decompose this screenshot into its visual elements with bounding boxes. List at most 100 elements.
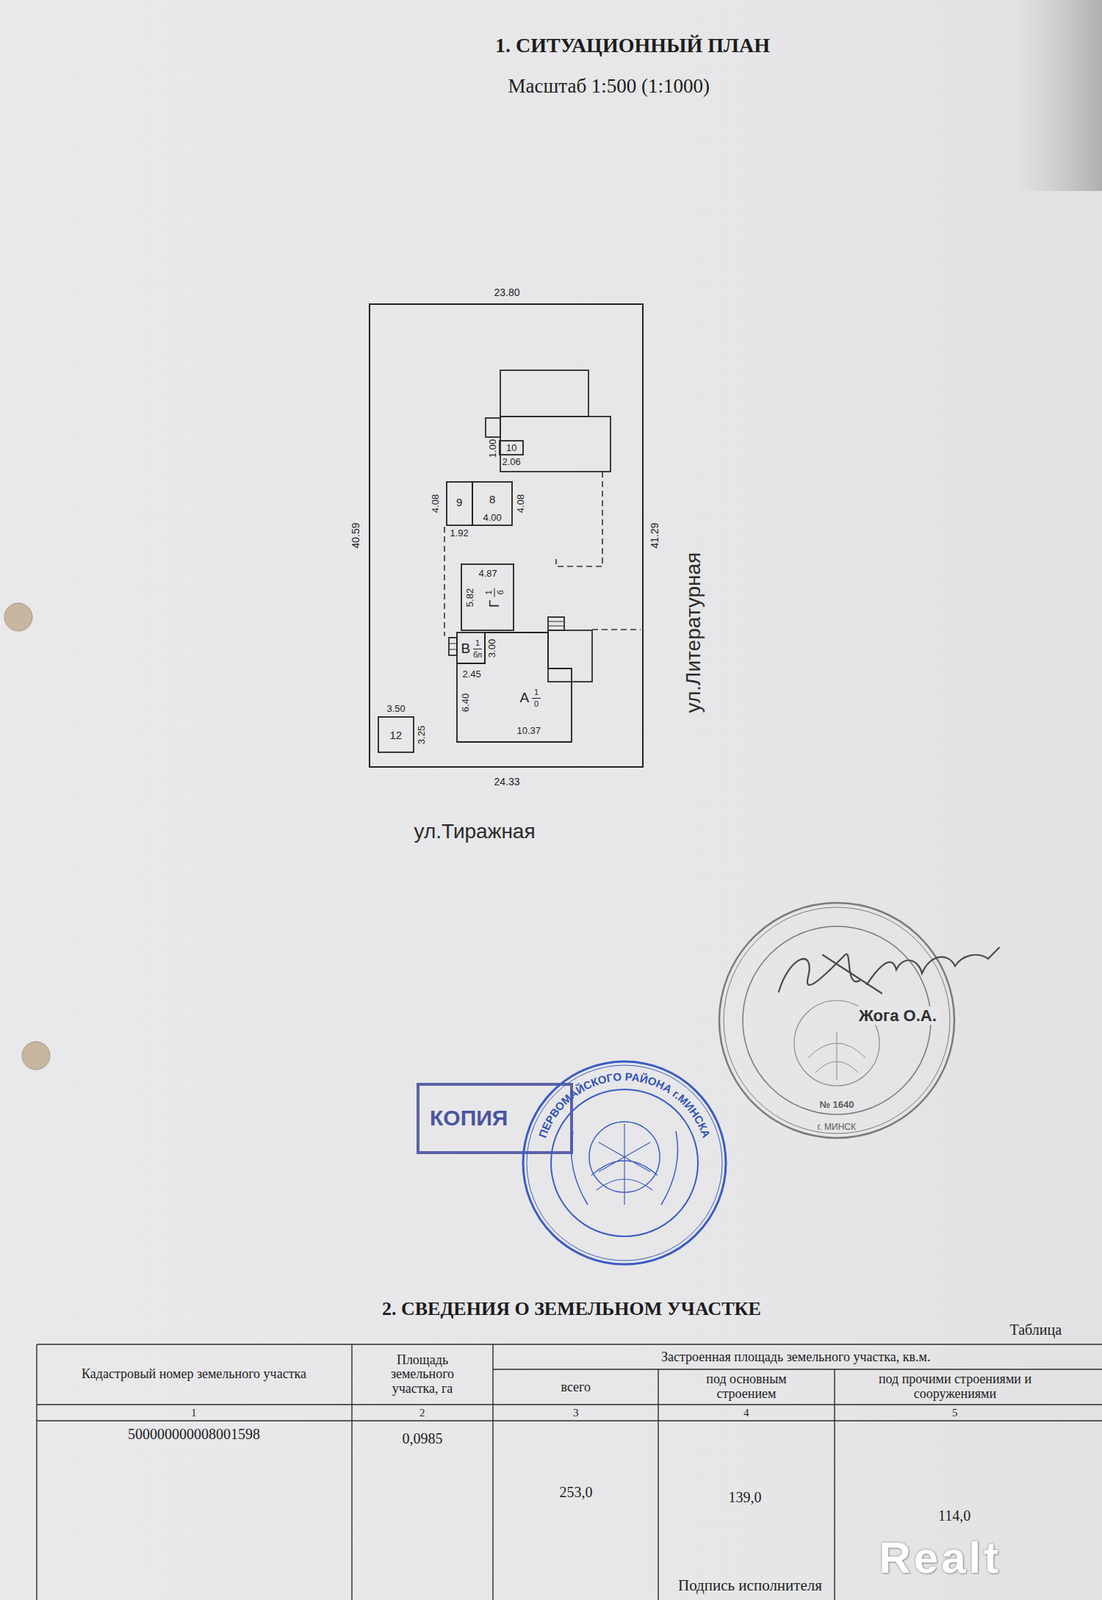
fraction-denominator: б <box>495 589 506 595</box>
building-outline <box>461 564 514 631</box>
dashed-line <box>556 471 603 567</box>
dashed-boundaries <box>444 471 641 637</box>
table-line <box>36 1420 1102 1421</box>
table-header: Площадь земельного участка, га <box>367 1353 478 1397</box>
table-header: всего <box>561 1379 592 1396</box>
fraction-numerator: 1 <box>475 638 480 648</box>
entrance-step <box>448 637 457 656</box>
building-outline <box>456 632 485 664</box>
table-cell: 0,0985 <box>402 1430 444 1448</box>
entrance-step-lines <box>448 643 457 650</box>
table-line <box>36 1403 1102 1405</box>
building-outline <box>446 481 473 526</box>
stamp-ring <box>551 1089 698 1237</box>
stamp-wreath <box>571 1131 679 1205</box>
stamp-emblem <box>808 1032 866 1080</box>
stamp-ring <box>719 902 955 1138</box>
building: 12 <box>378 717 414 753</box>
table-header: под основным строением <box>676 1372 817 1402</box>
table-line <box>833 1369 835 1600</box>
plan-title: 1. СИТУАЦИОННЫЙ ПЛАН <box>495 33 770 58</box>
outbuilding <box>500 416 611 472</box>
stamp-emblem <box>591 1124 658 1205</box>
column-number: 4 <box>743 1406 750 1420</box>
dimension: 1.92 <box>450 528 469 540</box>
table-caption: Таблица <box>1010 1321 1063 1339</box>
table-line <box>492 1344 493 1600</box>
building: В1 бл <box>456 632 485 664</box>
fraction-numerator: 1 <box>534 687 539 698</box>
stamp-text: г. МИНСК <box>817 1122 857 1133</box>
section-title: 2. СВЕДЕНИЯ О ЗЕМЕЛЬНОМ УЧАСТКЕ <box>382 1298 762 1321</box>
dimension: 3.00 <box>487 638 499 657</box>
dimension: 23.80 <box>494 286 521 299</box>
table-cell: 114,0 <box>938 1507 971 1525</box>
copy-stamp-text: КОПИЯ <box>429 1105 508 1132</box>
dimension: 4.00 <box>483 512 502 524</box>
building-outline <box>378 717 414 753</box>
table-header: Застроенная площадь земельного участка, … <box>661 1349 931 1366</box>
dimension: 3.25 <box>416 725 428 744</box>
table-line <box>351 1344 352 1600</box>
signature <box>778 947 1000 994</box>
dimension: 41.29 <box>648 523 661 549</box>
dashed-line <box>592 628 641 631</box>
table-cell: 253,0 <box>559 1484 593 1501</box>
parcel-boundary <box>369 304 643 767</box>
fraction-denominator: бл <box>473 650 482 660</box>
fraction-denominator: 0 <box>534 699 539 709</box>
scale-note: Масштаб 1:500 (1:1000) <box>508 74 711 98</box>
stamp-text: ПЕРВОМАЙСКОГО РАЙОНА г.МИНСКА <box>536 1070 714 1140</box>
building-letter: А <box>520 689 530 707</box>
table-cell: 500000000008001598 <box>127 1425 261 1443</box>
dimension: 24.33 <box>494 775 521 788</box>
building-number: 8 <box>489 492 496 506</box>
dimension: 4.08 <box>430 493 442 513</box>
table-line <box>492 1368 1102 1370</box>
building-letter: В <box>461 640 471 657</box>
dimension: 3.50 <box>387 703 406 715</box>
building-number: 12 <box>390 728 403 742</box>
signature-stroke <box>866 947 1000 985</box>
street-name: ул.Тиражная <box>414 819 536 844</box>
footer-note: Подпись исполнителя <box>678 1576 823 1595</box>
land-parcel: 23.8040.5941.2924.331098Г1бВ1блА1012 <box>369 304 643 767</box>
outline <box>369 304 643 767</box>
dimension: 5.82 <box>465 587 477 607</box>
table-header: под прочими строениями и сооружениями <box>844 1372 1066 1402</box>
dimension: 4.08 <box>515 493 527 513</box>
building-number: 9 <box>456 495 463 509</box>
outline <box>456 632 572 743</box>
signatory-name: Жога О.А. <box>856 1006 939 1025</box>
stamp-ring <box>526 1065 723 1261</box>
stairs-steps <box>548 621 565 626</box>
outbuilding-annex <box>485 418 501 438</box>
outbuilding <box>500 370 589 417</box>
stairs <box>548 617 565 631</box>
dimension: 2.45 <box>462 669 482 681</box>
watermark: Realt <box>879 1532 1003 1584</box>
dimension: 6.40 <box>460 692 472 712</box>
stamp-ring <box>523 1061 726 1265</box>
table-line <box>36 1343 1102 1345</box>
table-cell: 139,0 <box>728 1489 762 1507</box>
stamp-ring <box>723 907 950 1134</box>
stamp-text: № 1640 <box>819 1099 855 1111</box>
signature-stroke <box>822 955 882 994</box>
street-name: ул.Литературная <box>681 552 706 714</box>
dimension: 1.00 <box>487 438 499 457</box>
site-plan-structures <box>448 370 611 682</box>
blue-stamp <box>523 1061 726 1265</box>
fraction-numerator: 1 <box>484 589 494 595</box>
fraction-bar <box>531 697 541 699</box>
dimension: 2.06 <box>502 456 521 468</box>
column-number: 2 <box>419 1406 426 1420</box>
table-line <box>657 1369 659 1600</box>
building: 10 <box>499 440 524 455</box>
column-number: 1 <box>191 1406 197 1420</box>
